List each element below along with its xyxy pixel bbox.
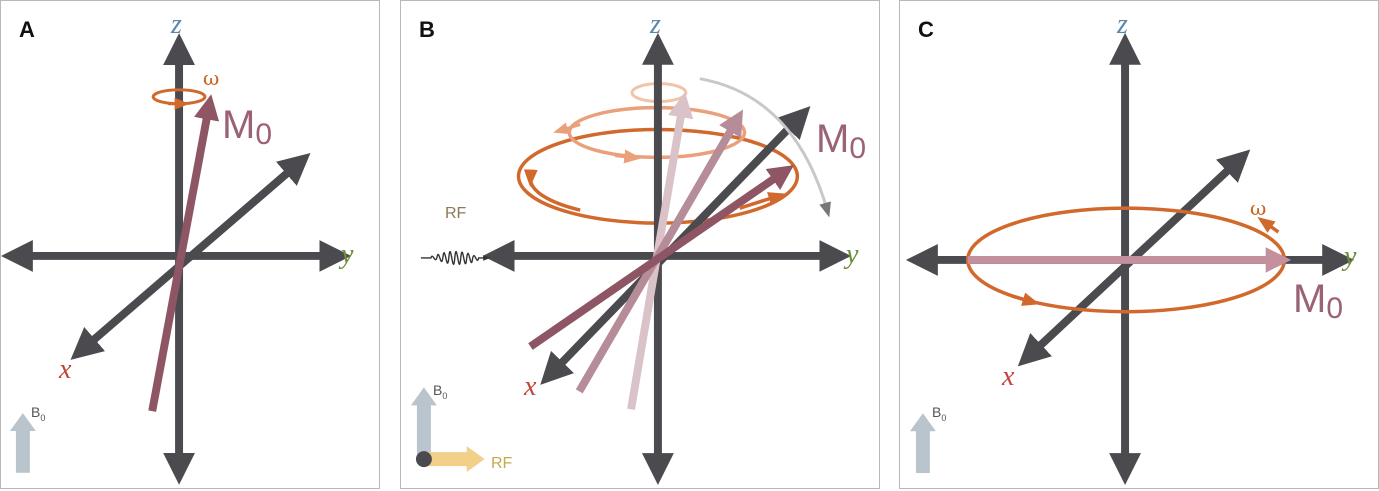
x-axis-label: x	[59, 354, 72, 385]
panel-label-a: A	[19, 17, 35, 42]
rf-pulse-label: RF	[445, 205, 467, 222]
y-axis-label: y	[341, 239, 354, 270]
panel-b: B z y x M0 RF B0 RF	[400, 0, 880, 489]
panel-c: C z y x ω M0 B0	[899, 0, 1379, 489]
magnetization-label: M0	[1293, 277, 1344, 325]
panel-b-diagram	[410, 32, 852, 485]
magnetization-vector	[148, 94, 220, 412]
magnetization-label: M0	[816, 117, 867, 165]
b0-indicator-arrow	[909, 413, 936, 474]
magnetization-label: M0	[222, 103, 273, 151]
panel-label-c: C	[918, 17, 934, 42]
b0-indicator-arrow	[9, 413, 36, 473]
y-axis-label: y	[846, 239, 859, 270]
magnetization-vector-final	[528, 165, 794, 350]
b0-indicator-arrow	[410, 387, 437, 460]
x-axis-label: x	[524, 371, 537, 402]
b0-label: B0	[433, 382, 448, 401]
b0-label: B0	[31, 404, 46, 423]
rf-pulse-wave	[420, 250, 491, 265]
z-axis-label: z	[171, 9, 182, 40]
z-axis-label: z	[650, 9, 661, 40]
rf-indicator-arrow	[423, 446, 485, 473]
rf-axis-label: RF	[491, 455, 513, 472]
x-axis	[70, 153, 311, 360]
omega-label: ω	[203, 66, 220, 90]
z-axis-label: z	[1117, 9, 1128, 40]
b0-label: B0	[932, 404, 947, 423]
panel-label-b: B	[419, 17, 435, 42]
panel-c-diagram	[905, 32, 1355, 485]
omega-label: ω	[1250, 196, 1267, 220]
tip-arc-arrow	[699, 77, 831, 218]
x-axis-label: x	[1002, 361, 1015, 392]
y-axis-label: y	[1344, 241, 1357, 272]
panel-a: A z y x ω M0 B0	[0, 0, 380, 489]
origin-dot	[415, 451, 432, 468]
panel-a-diagram	[0, 33, 352, 485]
